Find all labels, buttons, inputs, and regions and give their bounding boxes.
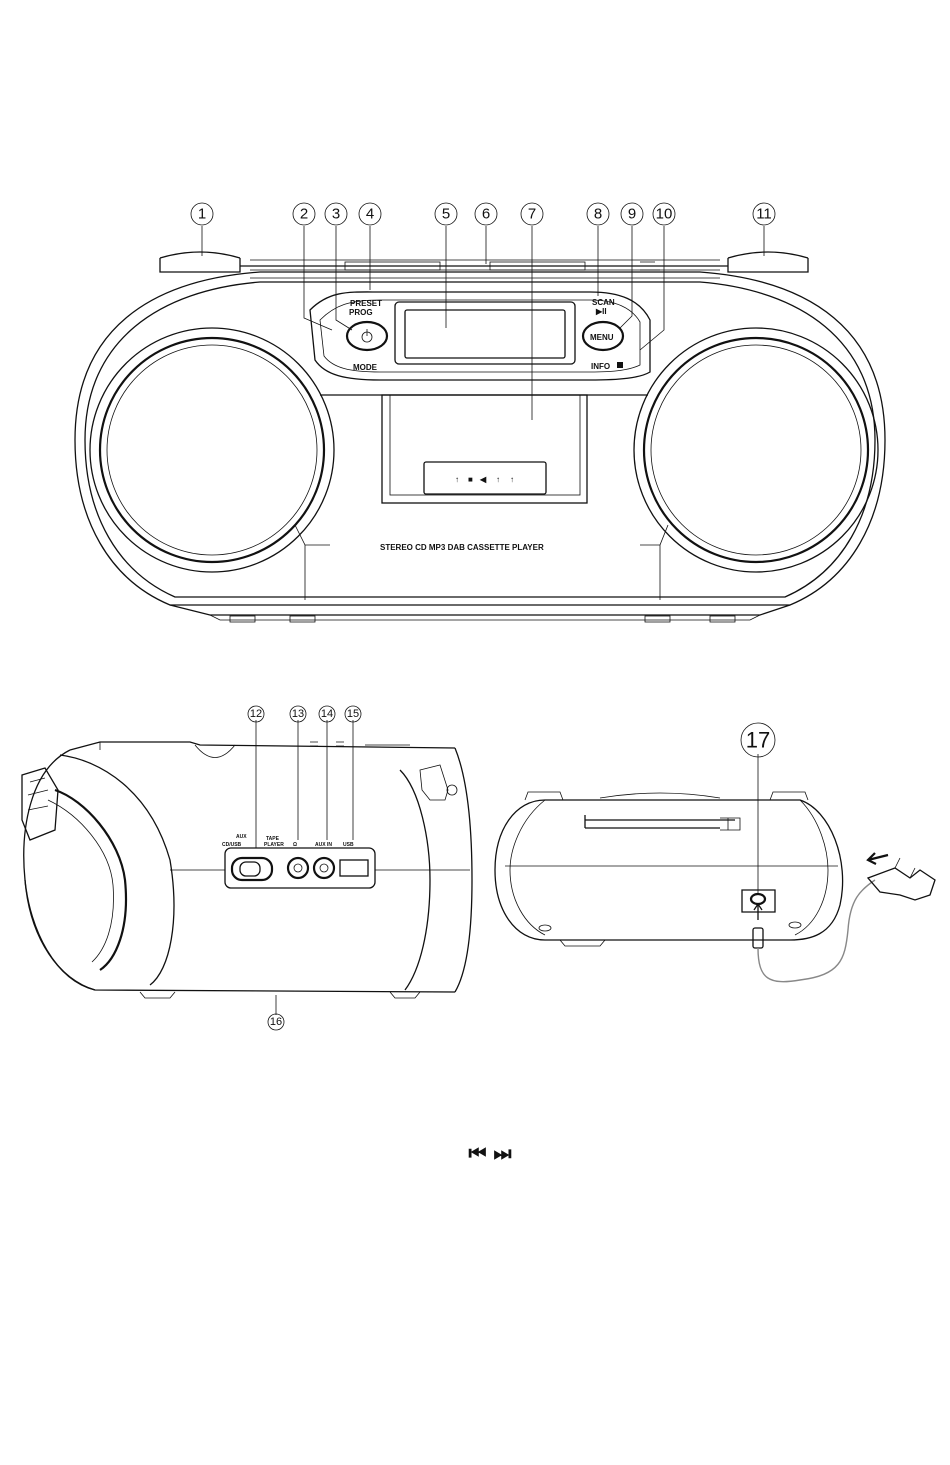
callout-7: 7 xyxy=(521,203,543,225)
svg-text:7: 7 xyxy=(528,206,536,223)
svg-text:■: ■ xyxy=(468,475,473,484)
svg-text:↑: ↑ xyxy=(496,475,500,484)
svg-text:13: 13 xyxy=(292,708,304,720)
player-label: PLAYER xyxy=(264,842,284,848)
scan-label: SCAN xyxy=(592,298,615,307)
mode-label: MODE xyxy=(353,363,378,372)
svg-text:11: 11 xyxy=(756,206,772,223)
svg-text:↑: ↑ xyxy=(455,475,459,484)
callout-9: 9 xyxy=(621,203,643,225)
callout-13: 13 xyxy=(290,706,306,722)
svg-text:14: 14 xyxy=(321,708,333,720)
svg-text:Ω: Ω xyxy=(293,842,297,848)
svg-text:17: 17 xyxy=(746,728,770,753)
front-view: PRESET PROG MODE SCAN ▶II MENU INFO ↑ ■ … xyxy=(75,203,885,622)
play-pause-label: ▶II xyxy=(595,307,607,316)
svg-text:10: 10 xyxy=(656,206,673,223)
svg-text:1: 1 xyxy=(198,206,206,223)
svg-text:↑: ↑ xyxy=(510,475,514,484)
svg-text:15: 15 xyxy=(347,708,359,720)
callout-17: 17 xyxy=(741,723,775,757)
cd-usb-label: CD/USB xyxy=(222,842,242,848)
aux-label: AUX xyxy=(236,834,247,840)
svg-text:8: 8 xyxy=(594,206,602,223)
callout-5: 5 xyxy=(435,203,457,225)
svg-text:4: 4 xyxy=(366,206,374,223)
preset-label: PRESET xyxy=(350,299,382,308)
prog-label: PROG xyxy=(349,308,373,317)
back-view: 17 xyxy=(495,723,935,982)
callout-12: 12 xyxy=(248,706,264,722)
svg-text:12: 12 xyxy=(250,708,262,720)
callout-10: 10 xyxy=(653,203,675,225)
callout-2: 2 xyxy=(293,203,315,225)
info-label: INFO xyxy=(591,362,610,371)
svg-text:6: 6 xyxy=(482,206,490,223)
menu-label: MENU xyxy=(590,333,614,342)
callout-15: 15 xyxy=(345,706,361,722)
callout-4: 4 xyxy=(359,203,381,225)
callout-16: 16 xyxy=(268,1014,284,1030)
aux-in-label: AUX IN xyxy=(315,842,332,848)
svg-text:◀: ◀ xyxy=(479,475,487,484)
svg-text:3: 3 xyxy=(332,206,340,223)
callout-11: 11 xyxy=(753,203,775,225)
side-view: AUX CD/USB TAPE PLAYER Ω AUX IN USB 12 1… xyxy=(22,706,472,1030)
svg-text:5: 5 xyxy=(442,206,450,223)
callout-6: 6 xyxy=(475,203,497,225)
model-label: STEREO CD MP3 DAB CASSETTE PLAYER xyxy=(380,543,544,552)
svg-text:9: 9 xyxy=(628,206,636,223)
skip-icons: ⏮ ⏭ xyxy=(469,1141,512,1165)
callout-14: 14 xyxy=(319,706,335,722)
callout-3: 3 xyxy=(325,203,347,225)
usb-label: USB xyxy=(343,842,354,848)
svg-text:16: 16 xyxy=(270,1016,282,1028)
callout-8: 8 xyxy=(587,203,609,225)
callout-1: 1 xyxy=(191,203,213,225)
svg-text:2: 2 xyxy=(300,206,308,223)
